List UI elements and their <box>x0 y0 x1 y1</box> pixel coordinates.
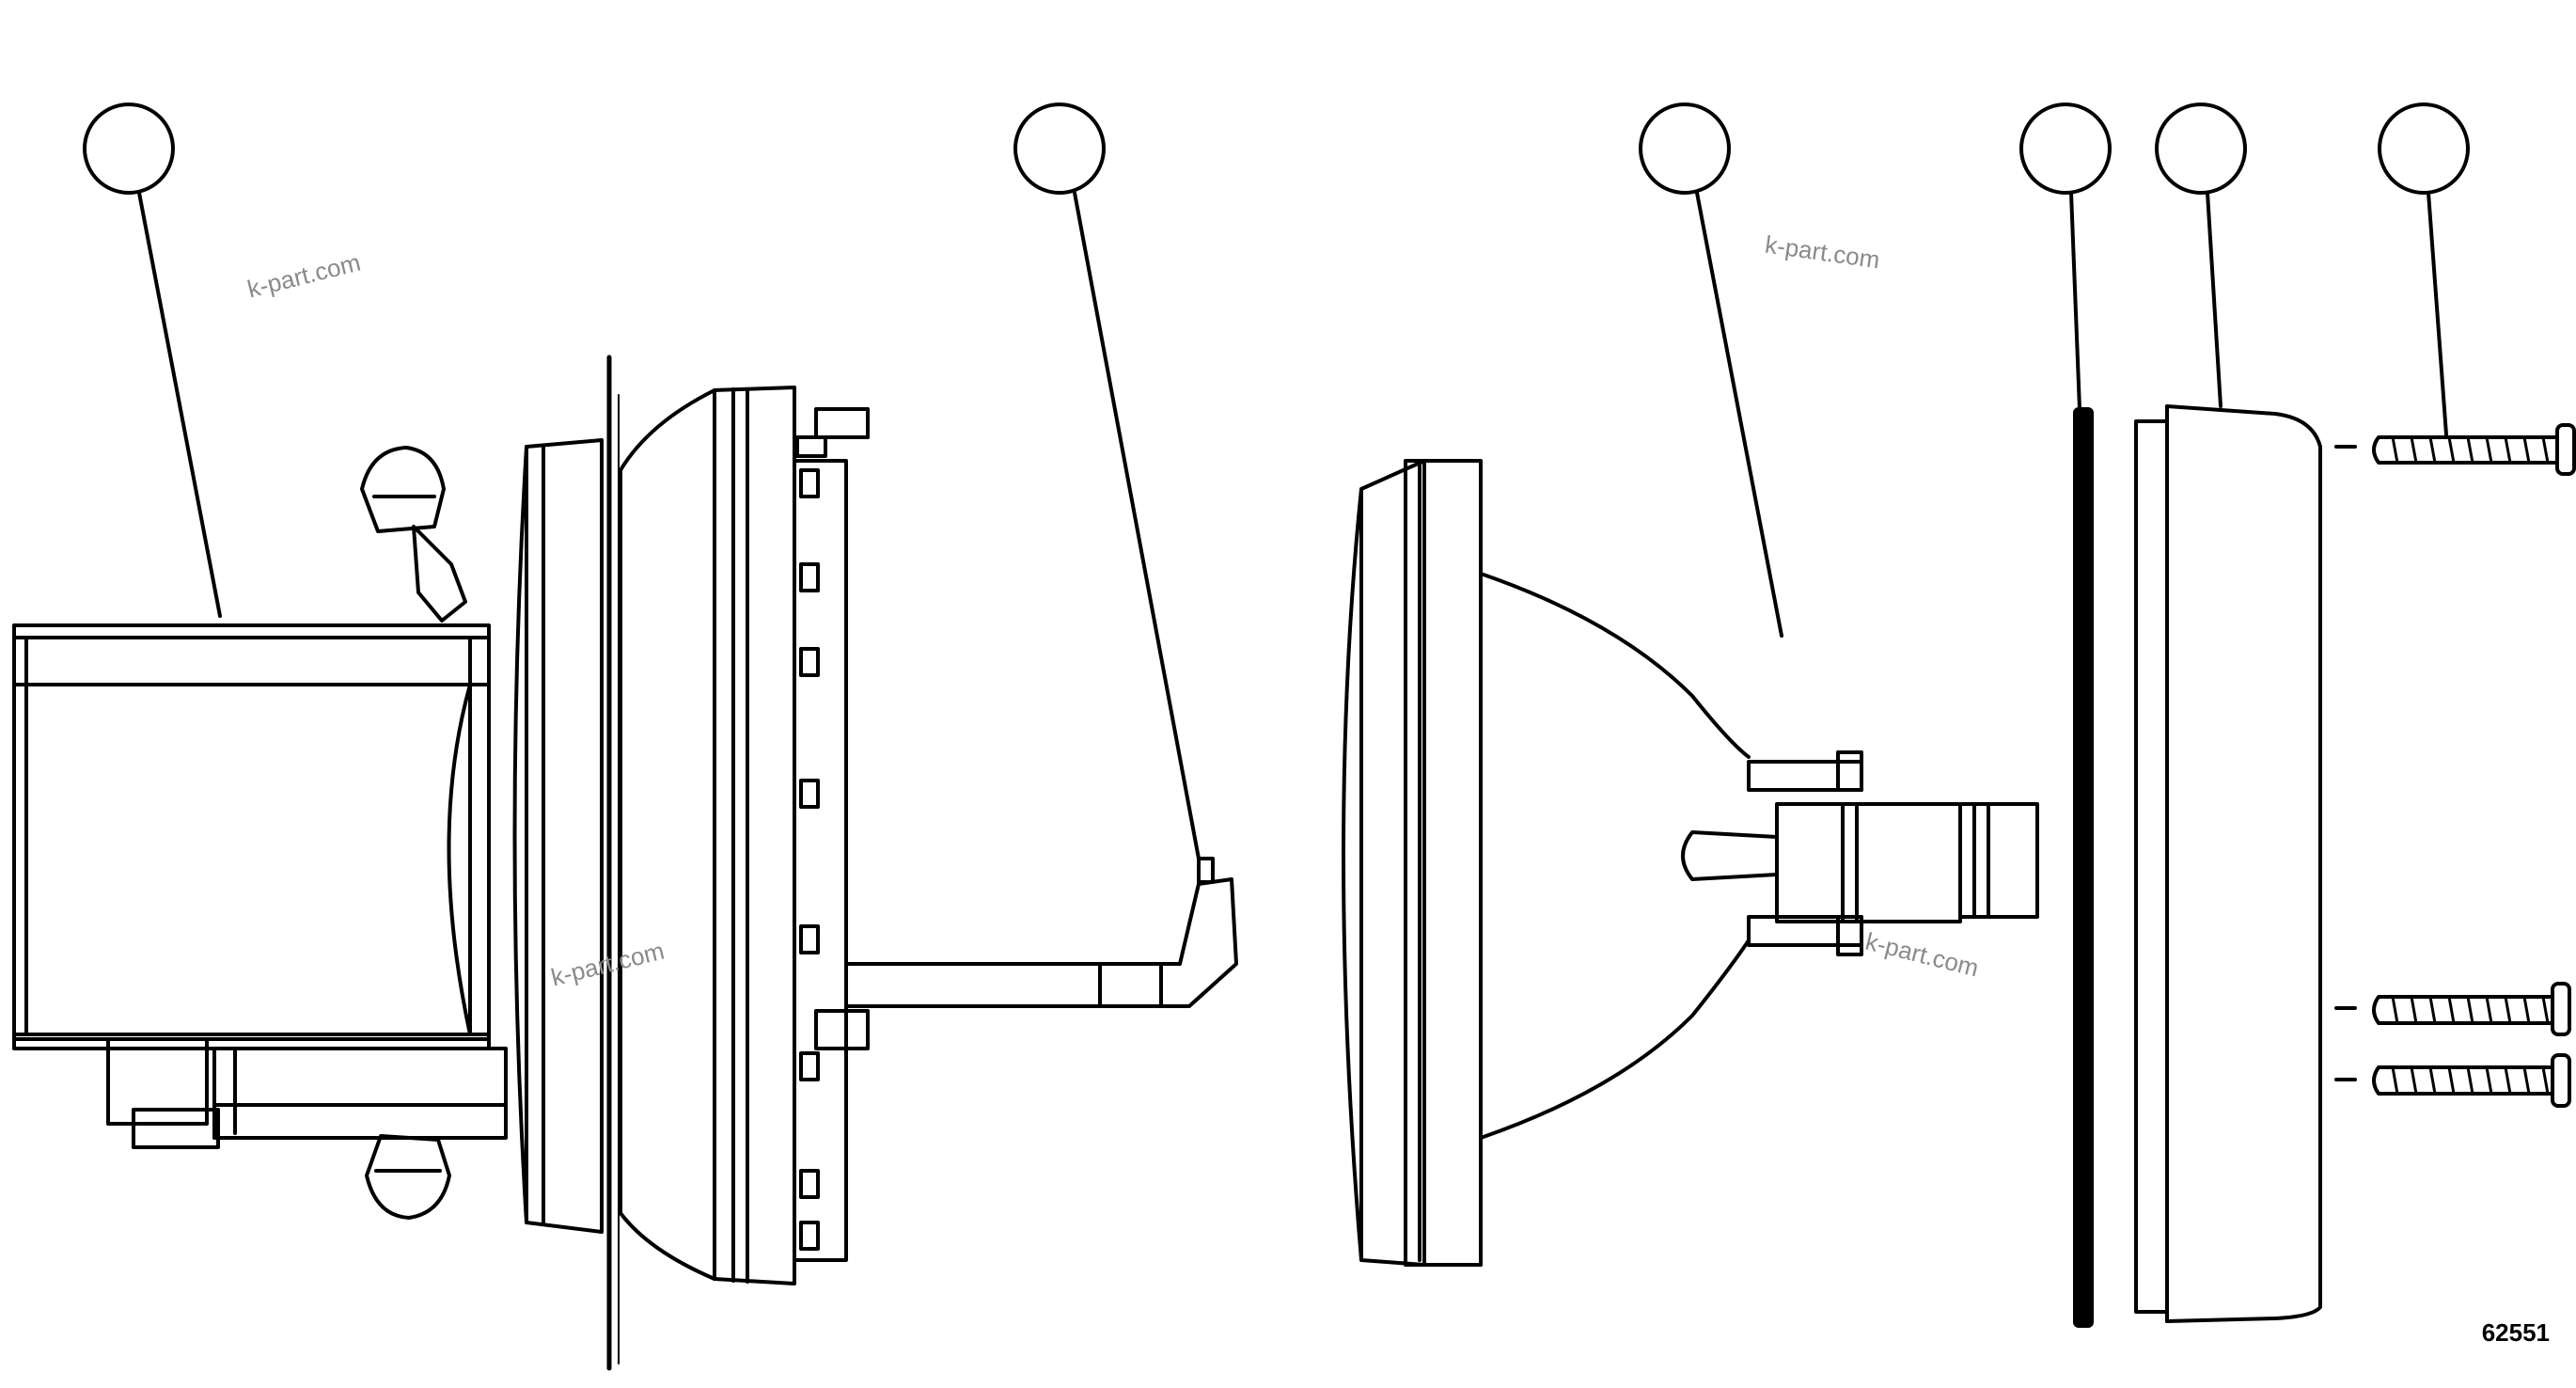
gasket <box>2073 407 2094 1328</box>
bezel-cover <box>2134 404 2322 1323</box>
screw-bottom <box>2334 1053 2571 1108</box>
screw-top <box>2334 423 2576 476</box>
callout-6 <box>2378 103 2470 436</box>
callout-5 <box>2155 103 2247 408</box>
callout-2 <box>1013 103 1201 860</box>
sealed-beam-lamp <box>1342 459 2039 1267</box>
callout-3 <box>1639 103 1783 638</box>
figure-number: 62551 <box>2481 1318 2550 1347</box>
callout-4 <box>2019 103 2112 411</box>
screws <box>2334 423 2576 1108</box>
callout-1 <box>83 103 222 618</box>
screw-middle <box>2334 982 2571 1036</box>
housing-assembly <box>12 355 1238 1371</box>
